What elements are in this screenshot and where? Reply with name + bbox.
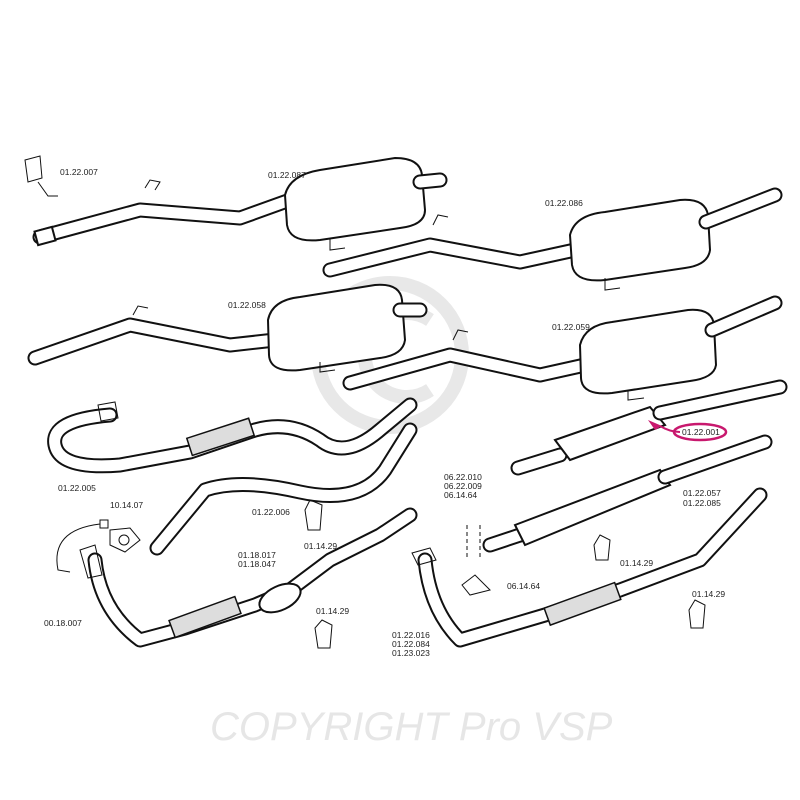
part-labels: 01.22.007 01.22.087 01.22.086 01.22.058 … [44, 167, 725, 658]
watermark-text: COPYRIGHT Pro VSP [210, 705, 613, 749]
rear-muffler-058 [27, 283, 428, 373]
label-01-18-047: 01.18.047 [238, 559, 276, 569]
label-06-22-010: 06.22.010 [444, 472, 482, 482]
label-06-22-009: 06.22.009 [444, 481, 482, 491]
label-01-14-29-d: 01.14.29 [692, 589, 725, 599]
label-01-22-001: 01.22.001 [682, 427, 720, 437]
label-01-22-059: 01.22.059 [552, 322, 590, 332]
front-pipe-005 [47, 397, 418, 474]
label-01-22-006: 01.22.006 [252, 507, 290, 517]
label-01-14-29-b: 01.14.29 [316, 606, 349, 616]
gasket-icons [109, 499, 706, 649]
label-01-22-057: 01.22.057 [683, 488, 721, 498]
label-01-18-017: 01.18.017 [238, 550, 276, 560]
label-01-22-007: 01.22.007 [60, 167, 98, 177]
center-muffler-001 [510, 379, 788, 476]
label-01-22-058: 01.22.058 [228, 300, 266, 310]
label-01-22-085: 01.22.085 [683, 498, 721, 508]
label-01-22-005: 01.22.005 [58, 483, 96, 493]
label-06-14-64-a: 06.14.64 [444, 490, 477, 500]
downpipe-catalyst-left [56, 507, 418, 648]
intermediate-pipe-006 [149, 422, 418, 556]
rear-muffler-059 [342, 295, 783, 401]
downpipe-right [411, 487, 768, 648]
rear-muffler-086 [322, 187, 783, 291]
label-01-14-29-c: 01.14.29 [620, 558, 653, 568]
label-01-14-29-a: 01.14.29 [304, 541, 337, 551]
label-01-23-023: 01.23.023 [392, 648, 430, 658]
highlight-circle [672, 422, 728, 442]
label-06-14-64-b: 06.14.64 [507, 581, 540, 591]
label-00-18-007: 00.18.007 [44, 618, 82, 628]
label-01-22-084: 01.22.084 [392, 639, 430, 649]
label-01-22-016: 01.22.016 [392, 630, 430, 640]
label-01-22-086: 01.22.086 [545, 198, 583, 208]
rear-muffler-087 [32, 156, 448, 251]
center-pipe-057 [461, 434, 773, 596]
label-01-22-087: 01.22.087 [268, 170, 306, 180]
bracket-007 [24, 155, 58, 197]
label-10-14-07: 10.14.07 [110, 500, 143, 510]
